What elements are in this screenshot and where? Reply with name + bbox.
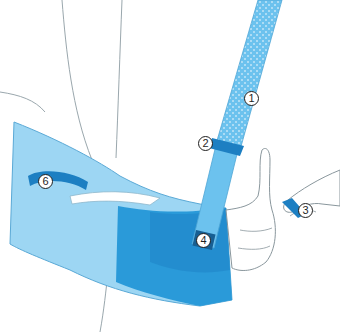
callout-number: 6 bbox=[38, 174, 53, 189]
callout-number: 2 bbox=[198, 136, 213, 151]
callout-number: 1 bbox=[244, 91, 259, 106]
callout-number: 4 bbox=[196, 233, 211, 248]
callout-number: 3 bbox=[298, 203, 313, 218]
